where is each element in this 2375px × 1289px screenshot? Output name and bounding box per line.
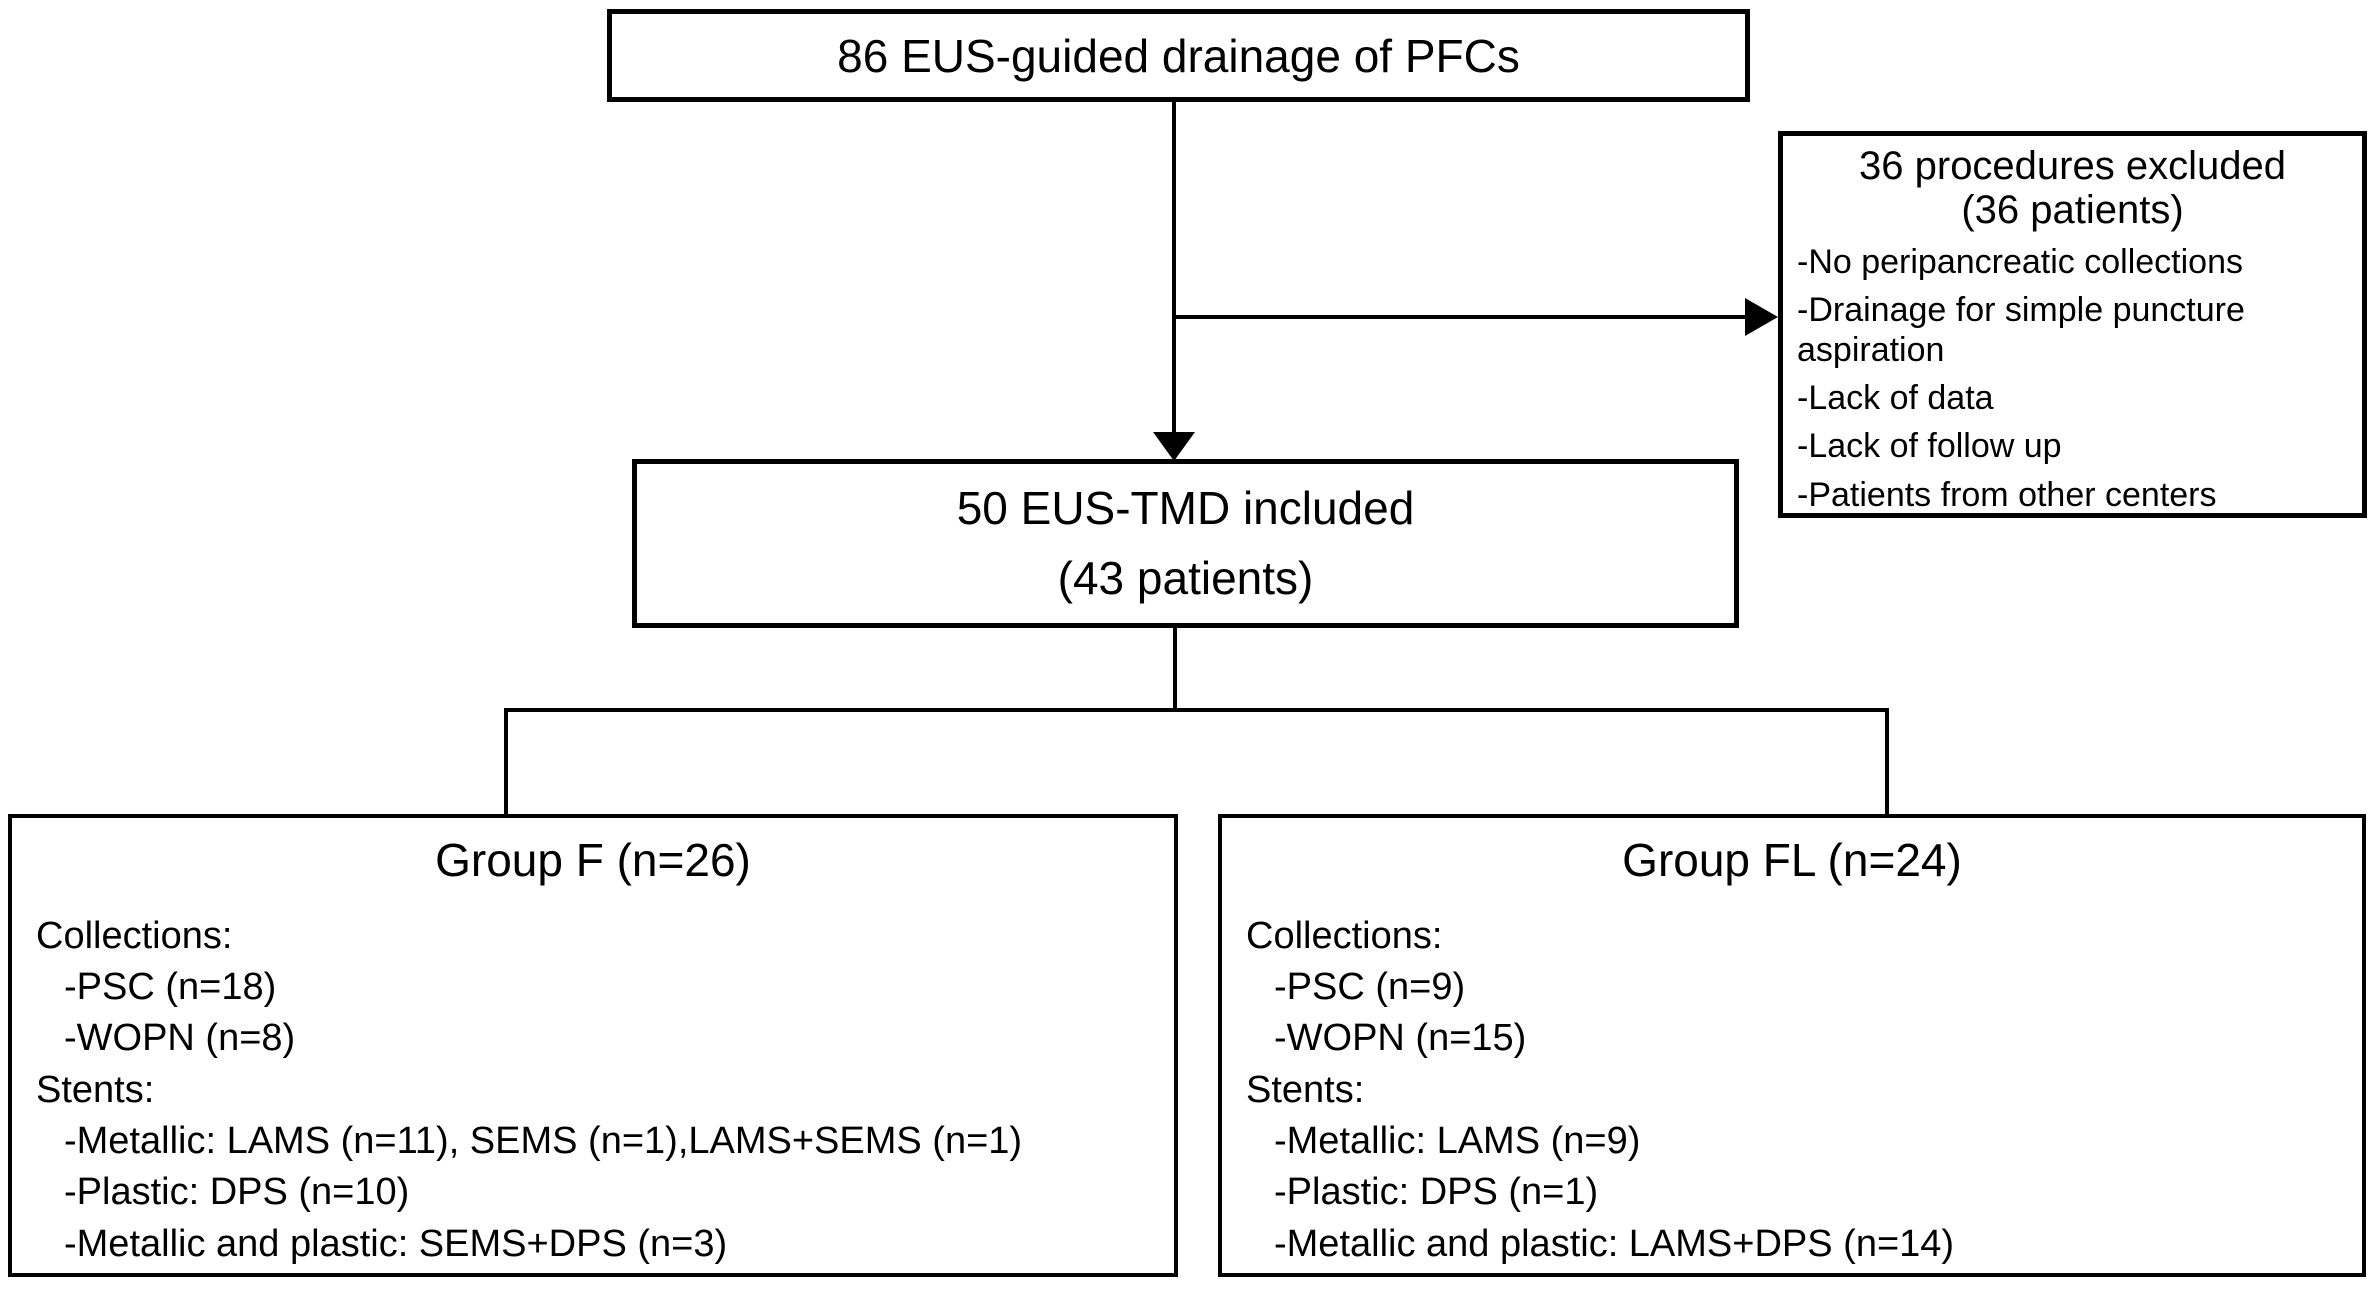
group-f-stent-item: -Plastic: DPS (n=10) [64,1171,410,1214]
connector-included-to-split [1173,626,1177,712]
excluded-item: -Lack of follow up [1797,427,2062,466]
group-fl-stent-item: -Metallic and plastic: LAMS+DPS (n=14) [1274,1222,1955,1265]
source-box-text: 86 EUS-guided drainage of PFCs [837,29,1520,82]
connector-drop-group-fl [1885,708,1889,816]
group-f-collection-item: -PSC (n=18) [64,966,277,1009]
group-fl-box: Group FL (n=24) Collections: -PSC (n=9) … [1218,814,2366,1277]
connector-source-to-included [1172,100,1176,436]
excluded-title-line1: 36 procedures excluded [1859,144,2286,188]
included-box-line1: 50 EUS-TMD included [956,481,1415,534]
excluded-box: 36 procedures excluded (36 patients) -No… [1778,131,2367,518]
group-f-collections-label: Collections: [36,914,233,957]
group-f-stent-item: -Metallic and plastic: SEMS+DPS (n=3) [64,1222,728,1265]
included-box-line2: (43 patients) [1057,551,1314,604]
excluded-item: -Drainage for simple puncture aspiration [1797,291,2245,370]
group-f-collection-item: -WOPN (n=8) [64,1017,296,1060]
excluded-box-title: 36 procedures excluded (36 patients) [1797,144,2348,232]
group-fl-collection-item: -WOPN (n=15) [1274,1017,1527,1060]
group-f-stents-label: Stents: [36,1068,155,1111]
arrowhead-down-icon [1153,432,1195,461]
group-fl-body: Collections: -PSC (n=9) -WOPN (n=15) Ste… [1222,911,2362,1270]
excluded-title-line2: (36 patients) [1961,188,2184,232]
group-fl-collections-label: Collections: [1246,914,1443,957]
group-f-body: Collections: -PSC (n=18) -WOPN (n=8) Ste… [12,911,1174,1270]
connector-drop-group-f [504,708,508,816]
group-fl-stent-item: -Metallic: LAMS (n=9) [1274,1120,1641,1163]
group-fl-stents-label: Stents: [1246,1068,1365,1111]
group-fl-stent-item: -Plastic: DPS (n=1) [1274,1171,1599,1214]
connector-branch-to-excluded [1174,315,1748,319]
source-box: 86 EUS-guided drainage of PFCs [607,9,1750,102]
group-fl-collection-item: -PSC (n=9) [1274,966,1466,1009]
excluded-box-list: -No peripancreatic collections -Drainage… [1797,242,2348,515]
group-f-box: Group F (n=26) Collections: -PSC (n=18) … [8,814,1178,1277]
group-f-title: Group F (n=26) [435,834,751,886]
excluded-item: -Lack of data [1797,379,1994,418]
excluded-item: -Patients from other centers [1797,475,2217,514]
excluded-item: -No peripancreatic collections [1797,243,2243,281]
arrowhead-right-icon [1745,298,1778,336]
connector-split-horizontal [504,708,1889,712]
group-f-stent-item: -Metallic: LAMS (n=11), SEMS (n=1),LAMS+… [64,1120,1023,1163]
included-box: 50 EUS-TMD included (43 patients) [632,459,1739,628]
group-fl-title: Group FL (n=24) [1622,834,1962,886]
